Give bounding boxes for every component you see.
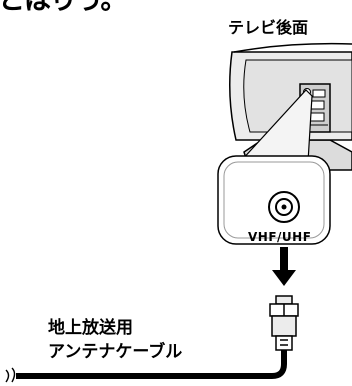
cable-break-mark <box>5 367 16 383</box>
f-connector-plug <box>269 295 299 351</box>
antenna-cable <box>16 350 287 379</box>
tv-top-edge <box>233 42 352 53</box>
intro-text-tail: とはりう。 <box>0 0 127 16</box>
tv-rear-illustration <box>229 42 352 171</box>
cable-label-line1: 地上放送用 <box>48 318 133 338</box>
tv-rear-label: テレビ後面 <box>228 18 309 37</box>
cable-label-line2: アンテナケーブル <box>48 342 183 362</box>
panel-port-1 <box>312 89 326 98</box>
port-label: VHF/UHF <box>248 230 312 244</box>
cable-label: 地上放送用 アンテナケーブル <box>48 316 182 364</box>
insert-arrow <box>272 247 296 286</box>
coax-jack-pin <box>281 204 287 210</box>
jack-inset <box>217 155 331 245</box>
